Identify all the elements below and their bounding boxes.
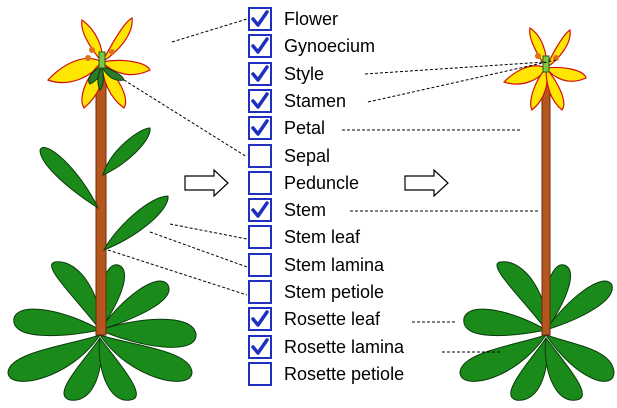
stamen bbox=[89, 47, 95, 53]
checklist-label: Stem bbox=[284, 200, 326, 221]
right-arrow-icon bbox=[185, 170, 228, 196]
checklist-label: Rosette leaf bbox=[284, 309, 380, 330]
checkbox[interactable] bbox=[248, 7, 272, 31]
checklist-row-rosette-petiole[interactable]: Rosette petiole bbox=[248, 361, 404, 387]
checkmark-icon bbox=[251, 37, 269, 55]
checklist-row-flower[interactable]: Flower bbox=[248, 6, 338, 32]
stem-leaf bbox=[103, 128, 150, 175]
checkmark-icon bbox=[251, 201, 269, 219]
checkbox[interactable] bbox=[248, 362, 272, 386]
checkmark-icon bbox=[251, 92, 269, 110]
stem-leaf bbox=[40, 147, 98, 208]
checklist-row-stem-leaf[interactable]: Stem leaf bbox=[248, 224, 360, 250]
checklist-row-stem[interactable]: Stem bbox=[248, 197, 326, 223]
petal bbox=[102, 18, 132, 62]
checklist-row-stamen[interactable]: Stamen bbox=[248, 88, 346, 114]
checkbox[interactable] bbox=[248, 144, 272, 168]
right-arrow-icon bbox=[405, 170, 448, 196]
checkmark-icon bbox=[251, 310, 269, 328]
checkbox[interactable] bbox=[248, 253, 272, 277]
checklist-label: Stem petiole bbox=[284, 282, 384, 303]
checklist-row-peduncle[interactable]: Peduncle bbox=[248, 170, 359, 196]
checkbox[interactable] bbox=[248, 225, 272, 249]
petal bbox=[546, 30, 570, 68]
checklist-label: Flower bbox=[284, 9, 338, 30]
checklist-row-sepal[interactable]: Sepal bbox=[248, 143, 330, 169]
gynoecium bbox=[543, 56, 549, 72]
checkbox[interactable] bbox=[248, 62, 272, 86]
checklist-label: Stem lamina bbox=[284, 255, 384, 276]
stem bbox=[96, 75, 106, 335]
checklist-row-style[interactable]: Style bbox=[248, 61, 324, 87]
checklist-label: Peduncle bbox=[284, 173, 359, 194]
checkbox[interactable] bbox=[248, 116, 272, 140]
checklist-label: Stamen bbox=[284, 91, 346, 112]
checklist-label: Stem leaf bbox=[284, 227, 360, 248]
checklist-label: Petal bbox=[284, 118, 325, 139]
checkbox[interactable] bbox=[248, 89, 272, 113]
checklist-row-stem-lamina[interactable]: Stem lamina bbox=[248, 252, 384, 278]
checklist-row-rosette-leaf[interactable]: Rosette leaf bbox=[248, 306, 380, 332]
checkbox[interactable] bbox=[248, 34, 272, 58]
checkmark-icon bbox=[251, 338, 269, 356]
rosette-leaves-right bbox=[460, 262, 614, 401]
leader-stem-petiole-left bbox=[108, 250, 247, 295]
checklist-row-petal[interactable]: Petal bbox=[248, 115, 325, 141]
stem bbox=[542, 80, 550, 335]
leader-stem-leaf-left bbox=[170, 224, 247, 239]
checklist-label: Rosette lamina bbox=[284, 337, 404, 358]
checkbox[interactable] bbox=[248, 280, 272, 304]
reduced-plant bbox=[460, 28, 614, 400]
checklist-row-stem-petiole[interactable]: Stem petiole bbox=[248, 279, 384, 305]
checklist-row-rosette-lamina[interactable]: Rosette lamina bbox=[248, 334, 404, 360]
full-plant bbox=[8, 18, 196, 400]
stamen bbox=[535, 53, 541, 59]
checkbox[interactable] bbox=[248, 171, 272, 195]
leader-flower-left bbox=[172, 19, 247, 42]
checklist-row-gynoecium[interactable]: Gynoecium bbox=[248, 33, 375, 59]
gynoecium bbox=[99, 52, 105, 68]
checkbox[interactable] bbox=[248, 307, 272, 331]
checkbox[interactable] bbox=[248, 335, 272, 359]
stamen bbox=[85, 55, 91, 61]
stem-leaf bbox=[104, 196, 168, 250]
checklist-label: Style bbox=[284, 64, 324, 85]
checklist-label: Rosette petiole bbox=[284, 364, 404, 385]
checklist-label: Gynoecium bbox=[284, 36, 375, 57]
checkbox[interactable] bbox=[248, 198, 272, 222]
checkmark-icon bbox=[251, 119, 269, 137]
checkmark-icon bbox=[251, 65, 269, 83]
stamen bbox=[109, 49, 115, 55]
leader-stem-lamina-left bbox=[150, 232, 247, 267]
checkmark-icon bbox=[251, 10, 269, 28]
checklist-label: Sepal bbox=[284, 146, 330, 167]
